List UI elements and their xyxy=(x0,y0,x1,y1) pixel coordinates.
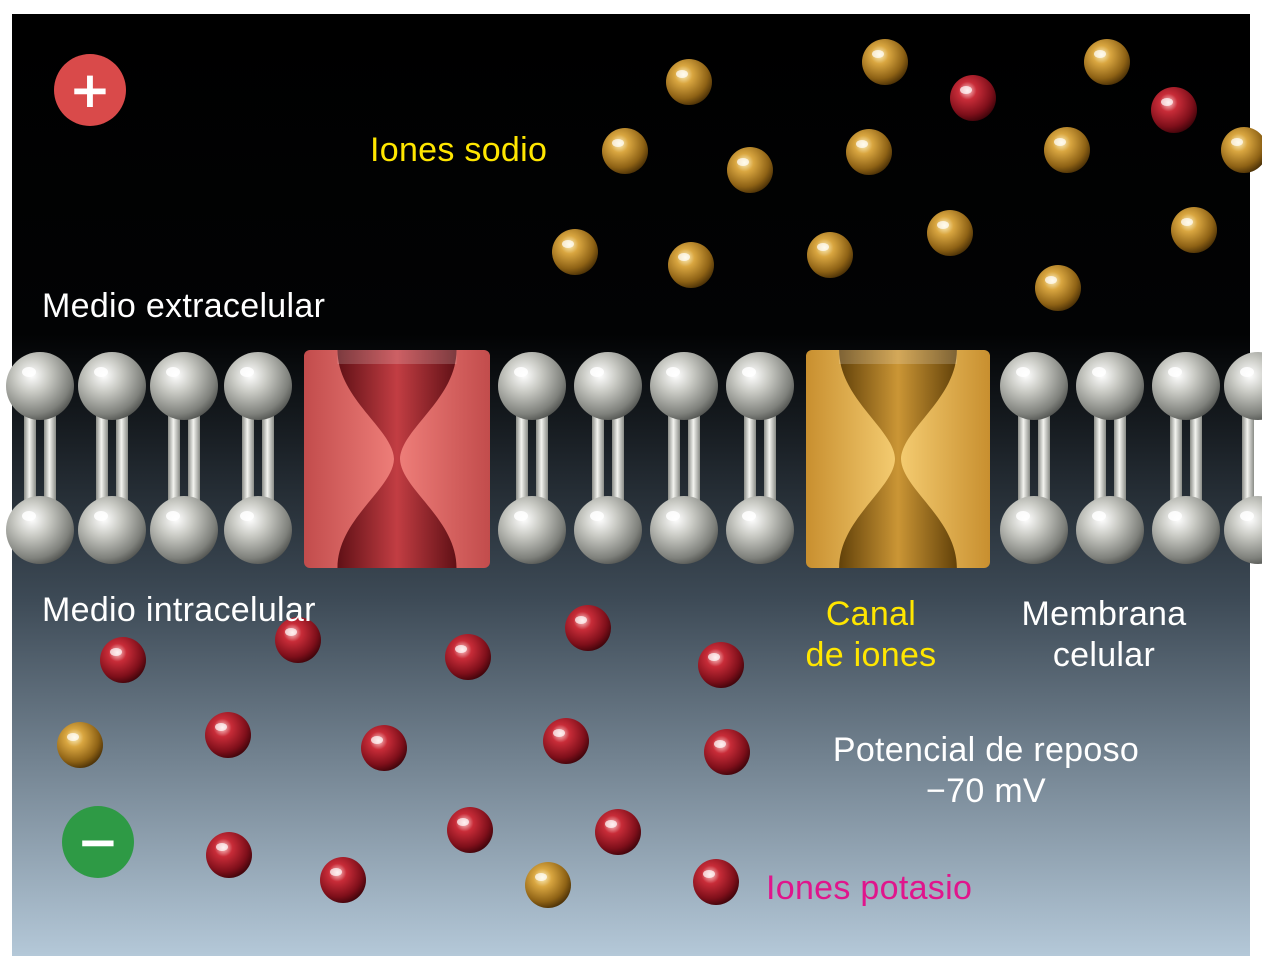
phospholipid-head xyxy=(726,496,794,564)
sodium-ion xyxy=(1171,207,1217,253)
negative-sign: − xyxy=(77,813,119,871)
phospholipid xyxy=(650,352,718,564)
phospholipid-head xyxy=(574,496,642,564)
phospholipid-head xyxy=(1076,496,1144,564)
phospholipid xyxy=(1152,352,1220,564)
potassium-ion xyxy=(320,857,366,903)
sodium-ion xyxy=(927,210,973,256)
potassium-ion xyxy=(206,832,252,878)
potassium-ion xyxy=(445,634,491,680)
phospholipid-head xyxy=(150,352,218,420)
sodium-ion xyxy=(862,39,908,85)
potassium-ion xyxy=(698,642,744,688)
potassium-ion xyxy=(1151,87,1197,133)
phospholipid-head xyxy=(1152,496,1220,564)
sodium-ion xyxy=(807,232,853,278)
phospholipid xyxy=(224,352,292,564)
positive-sign: + xyxy=(69,61,111,119)
potassium-ion xyxy=(595,809,641,855)
phospholipid-head xyxy=(6,496,74,564)
sodium-ion xyxy=(1084,39,1130,85)
potassium-ion xyxy=(543,718,589,764)
sodium-ion xyxy=(1044,127,1090,173)
phospholipid-head xyxy=(1000,352,1068,420)
sodium-ion xyxy=(552,229,598,275)
phospholipid xyxy=(1076,352,1144,564)
potassium-ion xyxy=(361,725,407,771)
phospholipid-head xyxy=(1152,352,1220,420)
phospholipid xyxy=(726,352,794,564)
cell-membrane-label: Membrana celular xyxy=(1021,595,1187,675)
phospholipid-head xyxy=(224,496,292,564)
sodium-ion xyxy=(666,59,712,105)
potassium-ion xyxy=(205,712,251,758)
potassium-ion xyxy=(100,637,146,683)
potassium-ion xyxy=(704,729,750,775)
cell-membrane xyxy=(6,352,1262,564)
phospholipid-head xyxy=(224,352,292,420)
phospholipid-head xyxy=(150,496,218,564)
channel-pore xyxy=(839,350,957,568)
phospholipid-head xyxy=(726,352,794,420)
phospholipid xyxy=(498,352,566,564)
extracellular-label: Medio extracelular xyxy=(42,287,326,325)
resting-potential-label: Potencial de reposo −70 mV xyxy=(832,731,1140,811)
potassium-channel xyxy=(304,350,490,568)
phospholipid-head xyxy=(498,352,566,420)
phospholipid xyxy=(1000,352,1068,564)
negative-charge-icon: − xyxy=(62,806,134,878)
potassium-ion xyxy=(447,807,493,853)
sodium-ion xyxy=(1221,127,1262,173)
phospholipid-head xyxy=(78,352,146,420)
sodium-ion xyxy=(525,862,571,908)
phospholipid-head xyxy=(1000,496,1068,564)
intracellular-label: Medio intracelular xyxy=(42,591,316,629)
potassium-ion xyxy=(950,75,996,121)
phospholipid xyxy=(1224,352,1262,564)
sodium-ion xyxy=(57,722,103,768)
potassium-ion xyxy=(275,617,321,663)
ion-channel-label: Canal de iones xyxy=(805,595,937,675)
ions xyxy=(57,39,1262,908)
sodium-ion xyxy=(846,129,892,175)
ion-channels xyxy=(304,350,990,568)
phospholipid-head xyxy=(650,496,718,564)
sodium-ions-label: Iones sodio xyxy=(370,131,548,169)
sodium-ion xyxy=(668,242,714,288)
phospholipid-head xyxy=(650,352,718,420)
phospholipid xyxy=(78,352,146,564)
phospholipid xyxy=(150,352,218,564)
potassium-ion xyxy=(565,605,611,651)
phospholipid-head xyxy=(78,496,146,564)
positive-charge-icon: + xyxy=(54,54,126,126)
phospholipid-head xyxy=(1076,352,1144,420)
phospholipid-head xyxy=(6,352,74,420)
sodium-ion xyxy=(727,147,773,193)
potassium-ion xyxy=(693,859,739,905)
potassium-ions-label: Iones potasio xyxy=(766,869,973,907)
sodium-ion xyxy=(602,128,648,174)
channel-pore xyxy=(337,350,457,568)
phospholipid xyxy=(574,352,642,564)
sodium-channel xyxy=(806,350,990,568)
phospholipid-head xyxy=(574,352,642,420)
phospholipid-head xyxy=(498,496,566,564)
sodium-ion xyxy=(1035,265,1081,311)
phospholipid xyxy=(6,352,74,564)
